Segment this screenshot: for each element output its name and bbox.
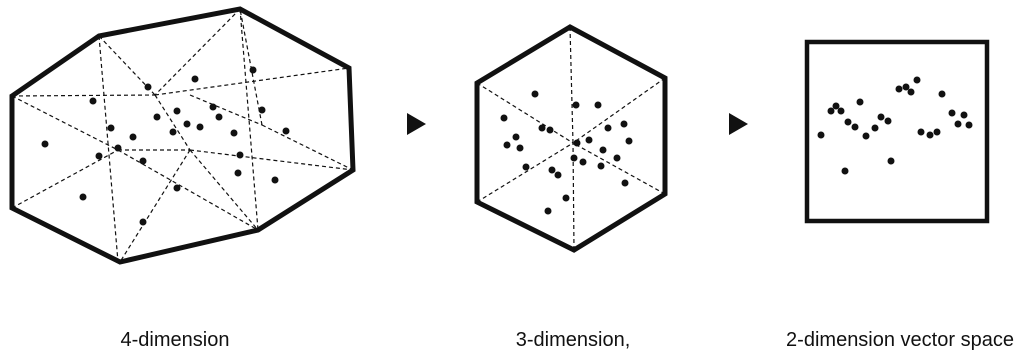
hexagon-3d-outline bbox=[474, 24, 668, 253]
polytope-4d-outline bbox=[9, 6, 356, 265]
hexagon-3d bbox=[474, 24, 668, 253]
right-arrow-icon bbox=[407, 113, 426, 135]
label-3-dimension: 3-dimension, bbox=[515, 329, 631, 351]
hexagon-3d-edges bbox=[476, 26, 666, 251]
polytope-4d bbox=[9, 6, 356, 265]
label-2-dimension: 2-dimension vector space bbox=[786, 329, 1014, 351]
hexagon-3d-points bbox=[500, 90, 633, 215]
polytope-4d-points bbox=[41, 66, 290, 226]
square-2d-outline bbox=[804, 39, 990, 224]
label-4-dimension: 4-dimension bbox=[120, 329, 230, 351]
square-2d bbox=[804, 39, 990, 224]
square-2d-points bbox=[817, 76, 973, 175]
polytope-4d-edges bbox=[11, 8, 354, 263]
right-arrow-icon bbox=[729, 113, 748, 135]
